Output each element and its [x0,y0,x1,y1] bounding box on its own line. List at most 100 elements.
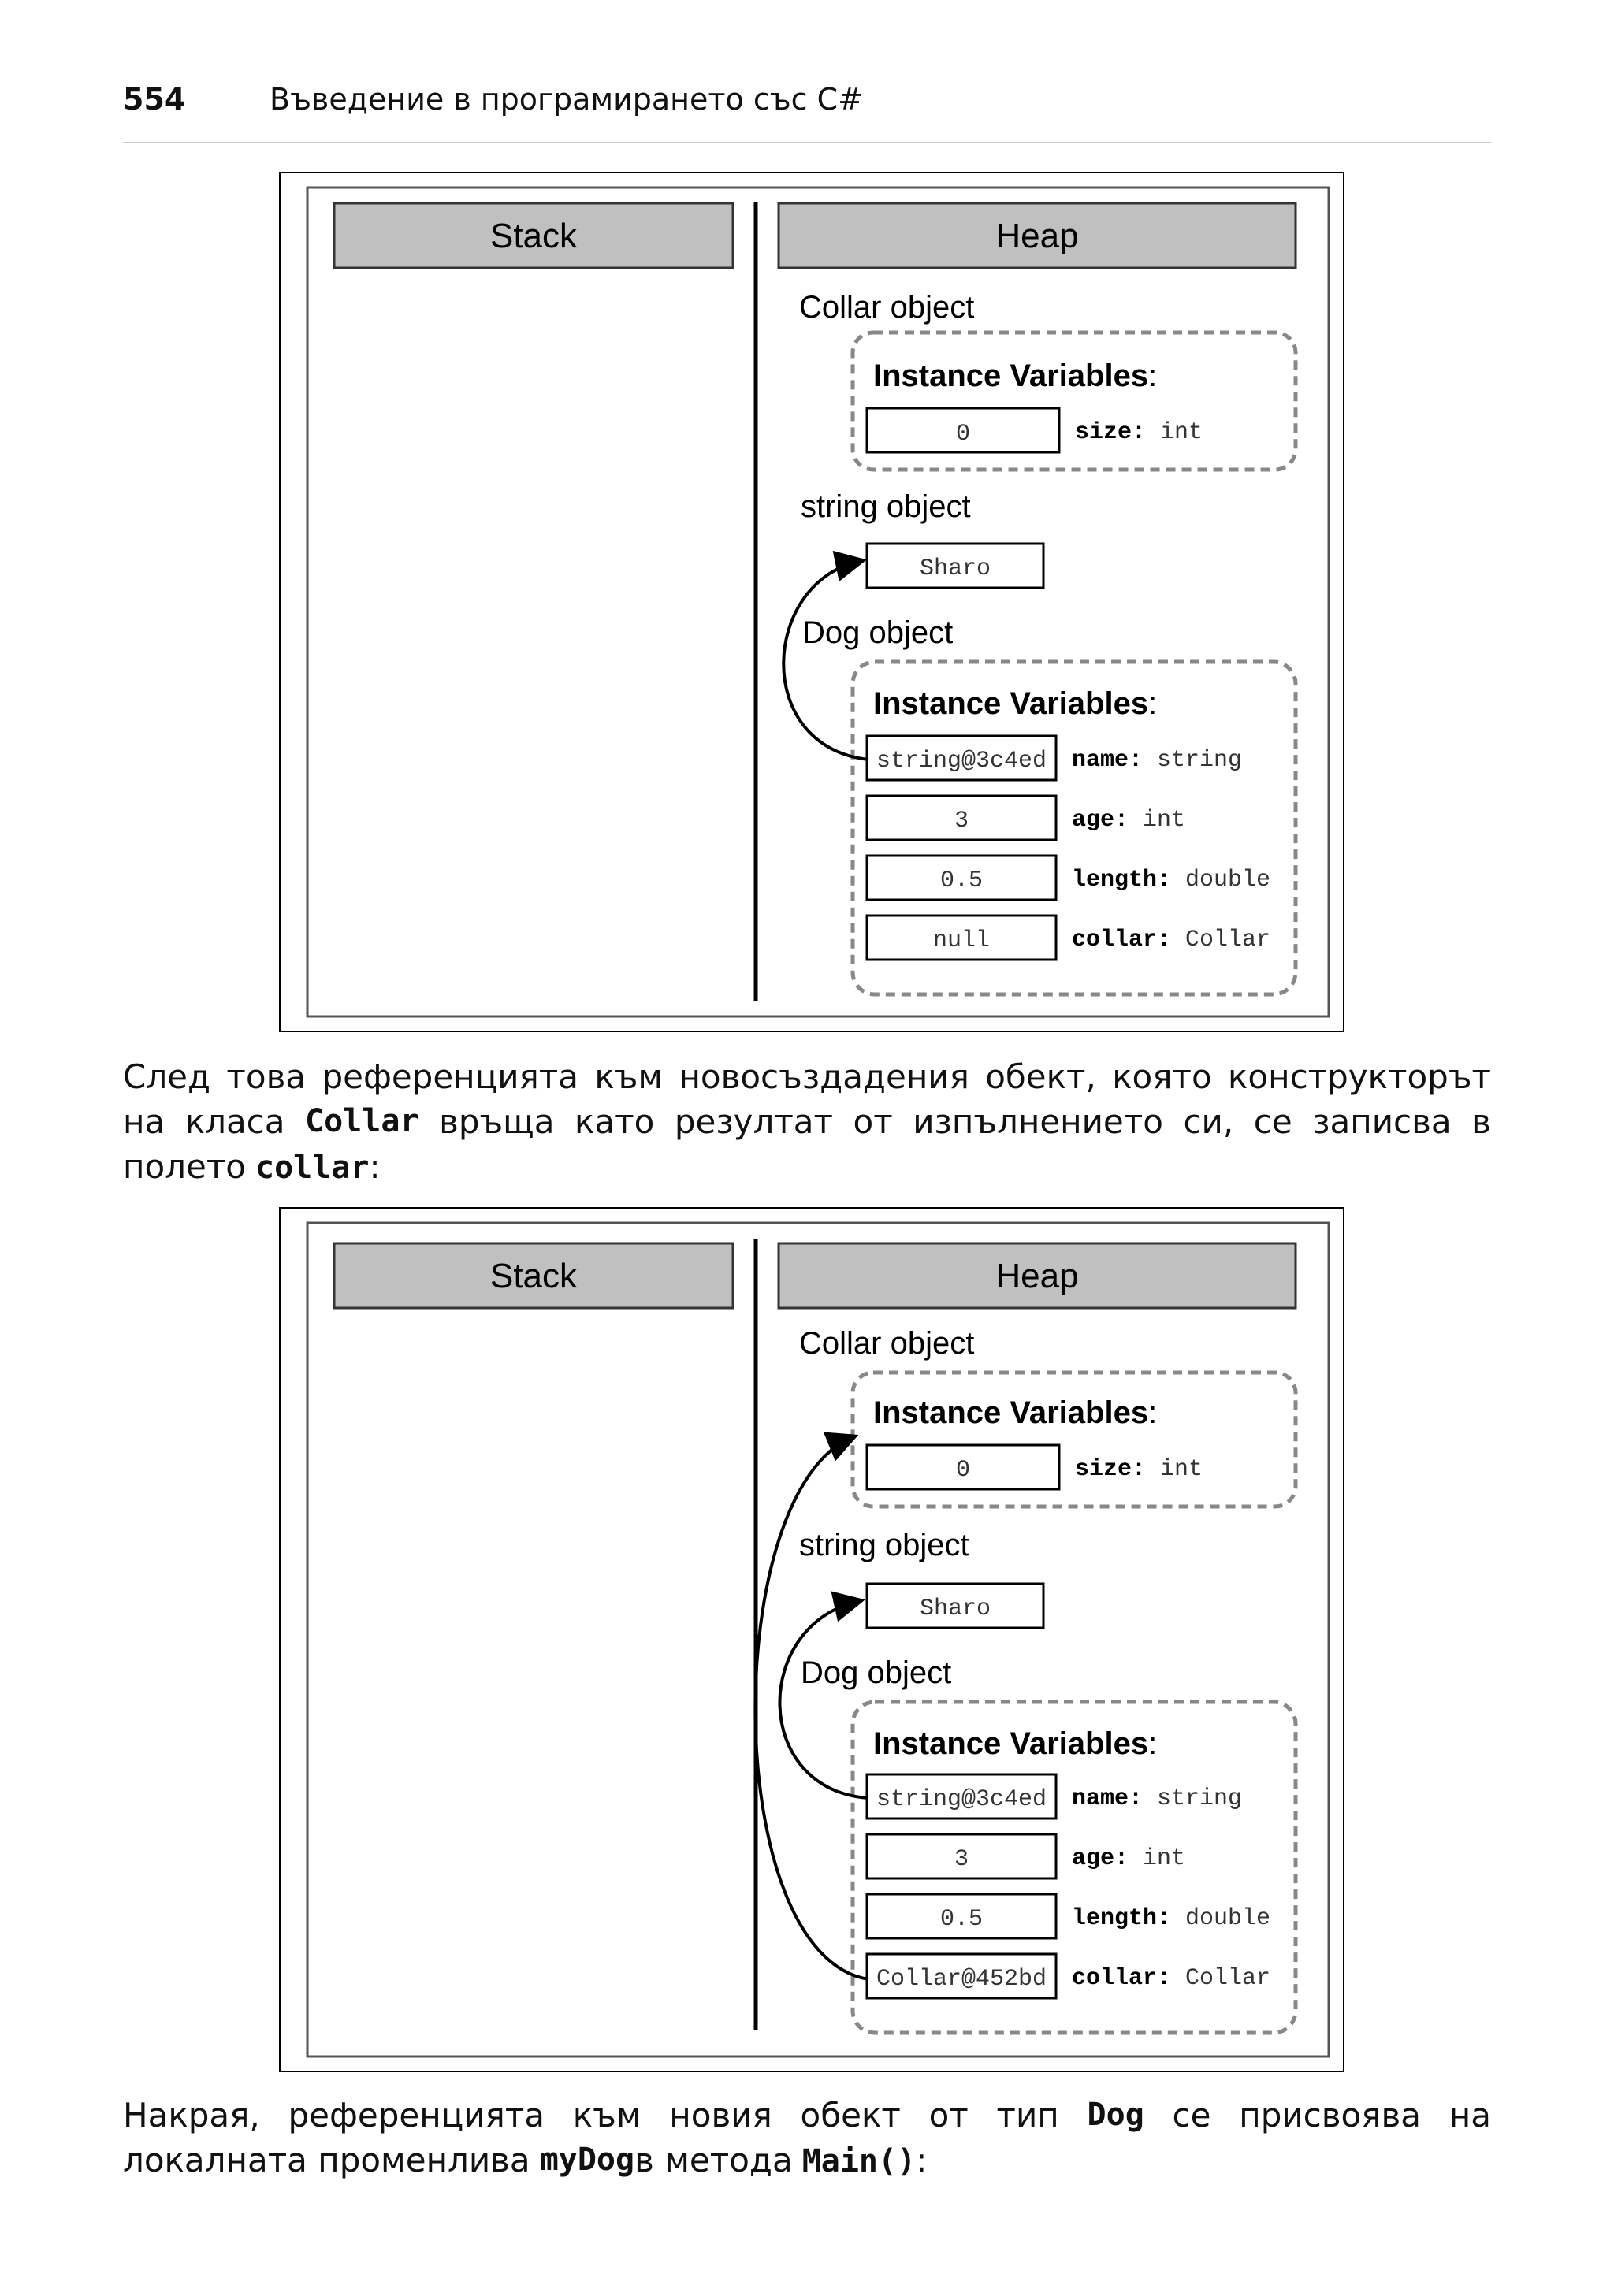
heap-label: Heap [995,1257,1078,1295]
paragraph-2: Накрая, референцията към новия обект от … [123,2093,1491,2184]
inline-code-collar-class: Collar [305,1103,419,1139]
memory-diagram-1-svg: Stack Heap Collar object Instance Variab… [279,172,1344,1032]
word: референцията [322,1057,578,1096]
dog-instance-box [850,1700,1298,2035]
word: от [853,1102,893,1141]
dog-object-label: Dog object [801,1655,951,1690]
collar-size-value: 0 [956,421,970,448]
word: това [226,1057,307,1096]
memory-diagram-2: Stack Heap Collar object Instance Variab… [279,1207,1344,2072]
collar-instance-box [850,1370,1298,1509]
word: изпълнението [913,1102,1163,1141]
string-value-box [865,542,1045,589]
dog-instance-variables-label: Instance Variables: [873,1726,1157,1761]
paragraph-2-line-2: локалната променлива myDog в метода Main… [123,2138,1491,2184]
memory-diagram-1: Stack Heap Collar object Instance Variab… [279,172,1344,1032]
word: в [1471,1102,1491,1141]
word: която [1112,1057,1212,1096]
inner-frame [306,186,1330,1018]
word: След [123,1057,211,1096]
heap-header [777,202,1297,269]
dog-collar-value-box [865,914,1058,961]
word: резултат [674,1102,834,1141]
word: си, [1183,1102,1234,1141]
collar-size-field: size: int [1075,1456,1203,1483]
inline-code-main: Main() [801,2143,917,2179]
dog-age-field: age: int [1072,1845,1185,1872]
collar-instance-box [850,330,1298,472]
dog-name-value-box [865,734,1058,782]
book-title: Въведение в програмирането със C# [270,82,863,117]
dog-age-value-box [865,794,1058,841]
word: новосъздадения [679,1057,969,1096]
string-value-box [865,1582,1045,1629]
dog-collar-value: Collar@452bd [876,1966,1047,1993]
word: конструкторът [1228,1057,1491,1096]
collar-size-field: size: int [1075,419,1203,446]
punctuation: : [369,1147,381,1186]
text: в метода [634,2141,793,2179]
name-reference-arrow [778,1591,869,1800]
collar-instance-variables-label: Instance Variables: [873,1395,1157,1430]
word: присвоява [1239,2096,1421,2134]
collar-object-label: Collar object [799,290,974,325]
dog-collar-field: collar: Collar [1072,927,1270,953]
punctuation: : [916,2141,928,2179]
paragraph-1: След това референцията към новосъздадени… [123,1054,1491,1191]
dog-collar-value-box [865,1952,1058,2000]
word: обект, [985,1057,1096,1096]
word: на [123,1102,165,1141]
word: Накрая, [123,2096,260,2134]
collar-object-label: Collar object [799,1326,974,1361]
dog-collar-value: null [933,927,990,954]
page-number: 554 [123,82,186,117]
dog-age-field: age: int [1072,807,1185,834]
collar-size-value: 0 [956,1457,970,1484]
dog-name-value: string@3c4ed [876,1786,1047,1813]
word: към [572,2096,642,2134]
name-reference-arrow [782,550,869,761]
dog-collar-field: collar: Collar [1072,1965,1270,1992]
word: тип [996,2096,1059,2134]
stack-header [333,1242,734,1310]
collar-size-value-box [865,407,1061,454]
dog-name-value-box [865,1773,1058,1820]
dog-length-field: length: double [1072,1905,1270,1932]
dog-age-value: 3 [954,1846,969,1873]
dog-length-value: 0.5 [940,868,983,894]
dog-age-value: 3 [954,808,969,834]
word: обект [800,2096,901,2134]
inner-frame [306,1221,1330,2058]
string-object-label: string object [801,489,971,524]
stack-label: Stack [490,217,578,255]
dog-name-field: name: string [1072,1785,1242,1812]
paragraph-2-line-1: Накрая, референцията към новия обект от … [123,2093,1491,2138]
heap-label: Heap [995,217,1078,255]
stack-header [333,202,734,269]
dog-length-value-box [865,1893,1058,1940]
collar-reference-arrow [753,1432,869,1981]
stack-label: Stack [490,1257,578,1295]
heap-header [777,1242,1297,1310]
word: на [1449,2096,1491,2134]
word: се [1253,1102,1292,1141]
string-value: Sharo [920,555,991,582]
inline-code-mydog: myDog [539,2142,635,2178]
string-object-label: string object [799,1528,969,1562]
dog-name-value: string@3c4ed [876,748,1047,775]
word: записва [1312,1102,1452,1141]
memory-diagram-2-svg: Stack Heap Collar object Instance Variab… [279,1207,1344,2072]
string-value: Sharo [920,1596,991,1622]
collar-instance-variables-label: Instance Variables: [873,359,1157,393]
word: връща [439,1102,555,1141]
paragraph-1-line-3: полето collar: [123,1144,1491,1191]
dog-age-value-box [865,1833,1058,1880]
paragraph-1-line-1: След това референцията към новосъздадени… [123,1054,1491,1099]
word: полето [123,1147,247,1186]
word: референцията [288,2096,545,2134]
word: като [575,1102,655,1141]
paragraph-1-line-2: на класа Collar връща като резултат от и… [123,1099,1491,1144]
word: към [594,1057,664,1096]
collar-size-value-box [865,1443,1061,1491]
word: класа [184,1102,285,1141]
